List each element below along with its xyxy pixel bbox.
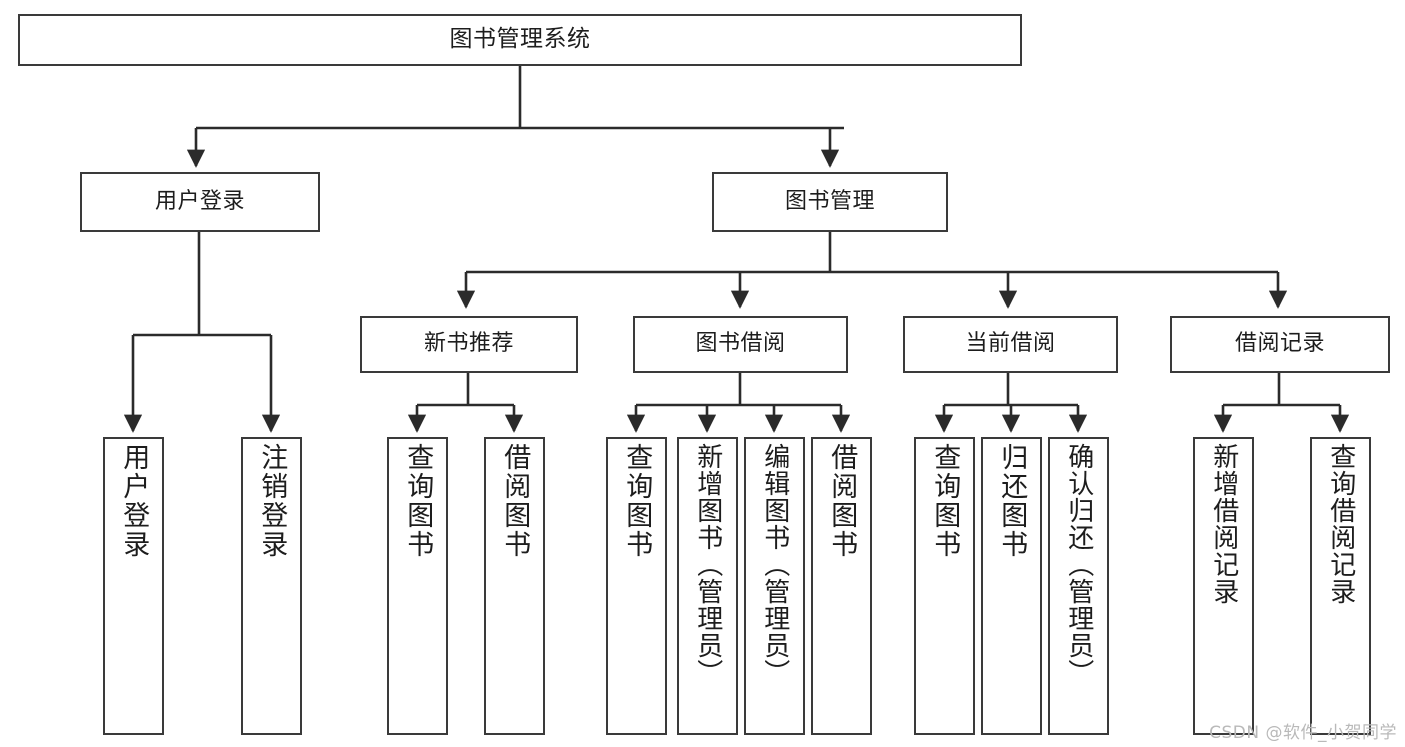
watermark-text: CSDN @软件_小贺同学	[1209, 723, 1397, 743]
node-leaf-user-login[interactable]: 用户登录	[103, 437, 164, 735]
node-leaf-query-book-2-label: 查询图书	[621, 443, 653, 559]
node-leaf-return-book-label: 归还图书	[996, 443, 1028, 559]
node-user-login-label: 用户登录	[154, 188, 245, 214]
node-leaf-borrow-book-1[interactable]: 借阅图书	[484, 437, 545, 735]
node-leaf-add-borrow-record-label: 新增借阅记录	[1208, 443, 1239, 605]
node-leaf-user-login-label: 用户登录	[118, 443, 150, 559]
node-leaf-logout-login[interactable]: 注销登录	[241, 437, 302, 735]
node-leaf-query-book-1-label: 查询图书	[402, 443, 434, 559]
node-leaf-borrow-book-2-label: 借阅图书	[826, 443, 858, 559]
node-leaf-add-borrow-record[interactable]: 新增借阅记录	[1193, 437, 1254, 735]
node-leaf-query-borrow-record[interactable]: 查询借阅记录	[1310, 437, 1371, 735]
node-book-management[interactable]: 图书管理	[712, 172, 948, 232]
node-leaf-return-book[interactable]: 归还图书	[981, 437, 1042, 735]
node-leaf-query-book-1[interactable]: 查询图书	[387, 437, 448, 735]
node-leaf-borrow-book-2[interactable]: 借阅图书	[811, 437, 872, 735]
node-current-borrow-label: 当前借阅	[965, 331, 1056, 357]
node-leaf-confirm-return-admin-label: 确认归还（管理员）	[1063, 443, 1094, 686]
node-new-book-recommend-label: 新书推荐	[423, 331, 514, 357]
node-leaf-logout-login-label: 注销登录	[256, 443, 288, 559]
node-leaf-borrow-book-1-label: 借阅图书	[499, 443, 531, 559]
node-leaf-query-book-3-label: 查询图书	[929, 443, 961, 559]
node-leaf-edit-book-admin[interactable]: 编辑图书（管理员）	[744, 437, 805, 735]
node-book-borrow[interactable]: 图书借阅	[633, 316, 848, 373]
node-leaf-query-borrow-record-label: 查询借阅记录	[1325, 443, 1356, 605]
node-current-borrow[interactable]: 当前借阅	[903, 316, 1118, 373]
node-leaf-edit-book-admin-label: 编辑图书（管理员）	[759, 443, 790, 686]
node-new-book-recommend[interactable]: 新书推荐	[360, 316, 578, 373]
node-root-system-label: 图书管理系统	[449, 26, 591, 53]
node-leaf-query-book-3[interactable]: 查询图书	[914, 437, 975, 735]
node-book-borrow-label: 图书借阅	[695, 331, 786, 357]
node-leaf-confirm-return-admin[interactable]: 确认归还（管理员）	[1048, 437, 1109, 735]
node-user-login[interactable]: 用户登录	[80, 172, 320, 232]
node-leaf-add-book-admin-label: 新增图书（管理员）	[692, 443, 723, 686]
node-root-system[interactable]: 图书管理系统	[18, 14, 1022, 66]
node-leaf-query-book-2[interactable]: 查询图书	[606, 437, 667, 735]
node-book-management-label: 图书管理	[784, 188, 875, 214]
node-borrow-record[interactable]: 借阅记录	[1170, 316, 1390, 373]
node-leaf-add-book-admin[interactable]: 新增图书（管理员）	[677, 437, 738, 735]
node-borrow-record-label: 借阅记录	[1234, 331, 1325, 357]
